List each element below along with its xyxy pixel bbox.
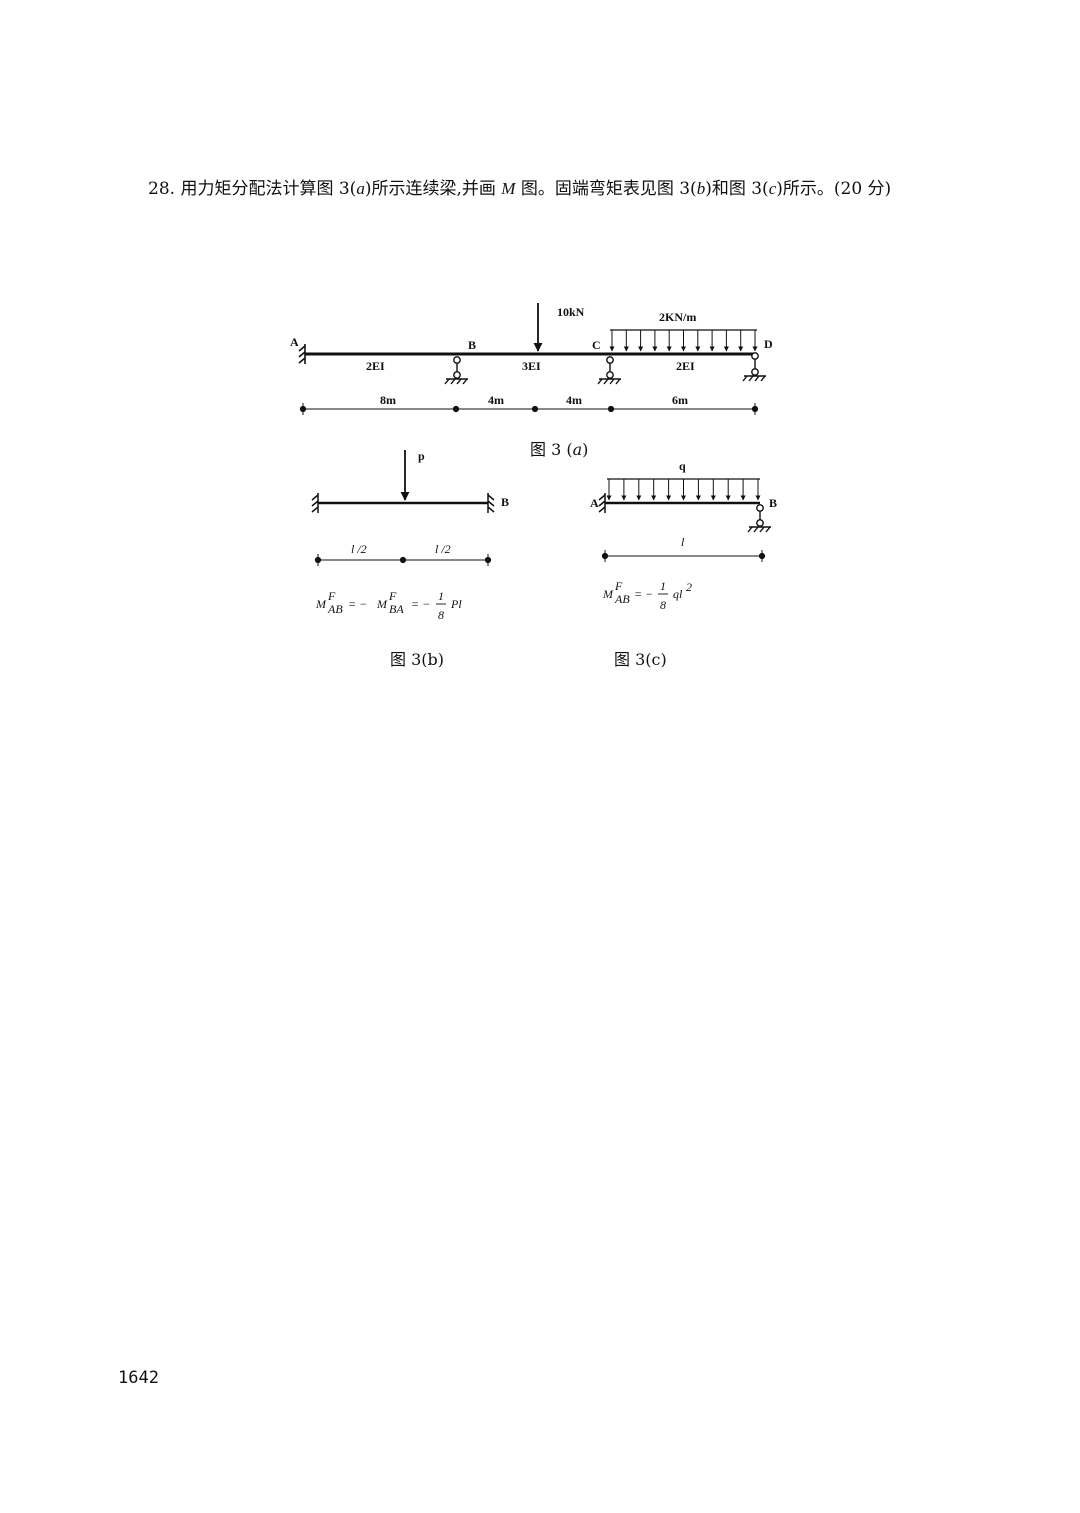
fixed-support-left bbox=[311, 493, 319, 513]
fixed-support-a bbox=[298, 344, 306, 364]
svg-text:AB: AB bbox=[327, 602, 343, 616]
question-part: 图。固端弯矩表见图 3( bbox=[515, 179, 697, 199]
svg-text:F: F bbox=[614, 579, 623, 593]
svg-text:= −: = − bbox=[634, 587, 653, 601]
dimension-line-a bbox=[299, 403, 759, 415]
stiffness-label: 2EI bbox=[366, 359, 385, 373]
svg-text:= −: = − bbox=[411, 597, 430, 611]
page-number: 1642 bbox=[118, 1368, 159, 1388]
pin-support-d bbox=[742, 352, 766, 382]
question-number: 28. bbox=[148, 179, 176, 199]
svg-text:1: 1 bbox=[660, 579, 666, 593]
point-load-label: 10kN bbox=[557, 305, 585, 319]
dimension-label: 4m bbox=[566, 393, 582, 407]
svg-text:Pl: Pl bbox=[450, 597, 462, 611]
figure-3b: p B l /2 l /2 M F AB = − M F BA = − 1 8 … bbox=[311, 449, 509, 669]
node-label-d: D bbox=[764, 337, 773, 351]
end-label-b: B bbox=[769, 496, 777, 510]
svg-text:2: 2 bbox=[686, 580, 692, 594]
pin-support-c bbox=[597, 356, 621, 385]
svg-text:F: F bbox=[388, 589, 397, 603]
fixed-support-a-c bbox=[598, 493, 606, 513]
svg-text:ql: ql bbox=[673, 587, 683, 601]
svg-text:BA: BA bbox=[389, 602, 404, 616]
question-part: )和图 3( bbox=[705, 179, 769, 199]
stiffness-label: 2EI bbox=[676, 359, 695, 373]
span-label: l bbox=[681, 535, 685, 549]
load-label-q: q bbox=[679, 459, 686, 473]
distributed-load bbox=[609, 329, 758, 352]
figure-caption-a: 图 3 (a) bbox=[530, 440, 588, 459]
distributed-load-c bbox=[606, 478, 761, 501]
node-label-a: A bbox=[290, 335, 299, 349]
fixed-end-moment-formula-c: M F AB = − 1 8 ql 2 bbox=[602, 579, 692, 612]
dimension-label: 6m bbox=[672, 393, 688, 407]
dimension-line-c bbox=[601, 550, 766, 562]
end-label-a: A bbox=[590, 496, 599, 510]
pin-support-b bbox=[444, 356, 468, 385]
fixed-end-moment-formula-b: M F AB = − M F BA = − 1 8 Pl bbox=[315, 589, 462, 622]
svg-text:8: 8 bbox=[438, 608, 444, 622]
node-label-c: C bbox=[592, 338, 601, 352]
figure-caption-b: 图 3(b) bbox=[390, 650, 444, 669]
figure-ref-b: b bbox=[696, 179, 706, 198]
svg-text:AB: AB bbox=[614, 592, 630, 606]
dimension-label: 8m bbox=[380, 393, 396, 407]
figure-caption-c: 图 3(c) bbox=[614, 650, 667, 669]
pin-support-b-c bbox=[747, 504, 771, 533]
moment-symbol: M bbox=[501, 179, 516, 198]
load-label-p: p bbox=[418, 449, 425, 463]
dimension-label-half: l /2 bbox=[351, 542, 367, 556]
svg-text:M: M bbox=[376, 597, 388, 611]
question-part: 用力矩分配法计算图 3( bbox=[180, 179, 357, 199]
svg-text:1: 1 bbox=[438, 589, 444, 603]
distributed-load-label: 2KN/m bbox=[659, 310, 696, 324]
svg-text:F: F bbox=[327, 589, 336, 603]
dimension-label: 4m bbox=[488, 393, 504, 407]
end-label-b: B bbox=[501, 495, 509, 509]
dimension-label-half: l /2 bbox=[435, 542, 451, 556]
figure-3c: q A B l M F AB = − 1 8 ql 2 图 3(c) bbox=[590, 459, 777, 669]
figure-ref-c: c bbox=[768, 179, 777, 198]
question-part: )所示。(20 分) bbox=[776, 179, 892, 199]
svg-text:8: 8 bbox=[660, 598, 666, 612]
figure-ref-a: a bbox=[356, 179, 365, 198]
dimension-line-b bbox=[314, 554, 492, 566]
question-part: )所示连续梁,并画 bbox=[364, 179, 502, 199]
stiffness-label: 3EI bbox=[522, 359, 541, 373]
node-label-b: B bbox=[468, 338, 476, 352]
svg-text:M: M bbox=[315, 597, 327, 611]
svg-text:M: M bbox=[602, 587, 614, 601]
figure-3a: 10kN 2KN/m A B C D 2EI 3EI 2EI 8m 4m 4m … bbox=[290, 303, 773, 459]
fixed-support-right bbox=[487, 493, 495, 513]
question-text: 28. 用力矩分配法计算图 3(a)所示连续梁,并画 M 图。固端弯矩表见图 3… bbox=[108, 166, 988, 212]
svg-text:= −: = − bbox=[348, 597, 367, 611]
